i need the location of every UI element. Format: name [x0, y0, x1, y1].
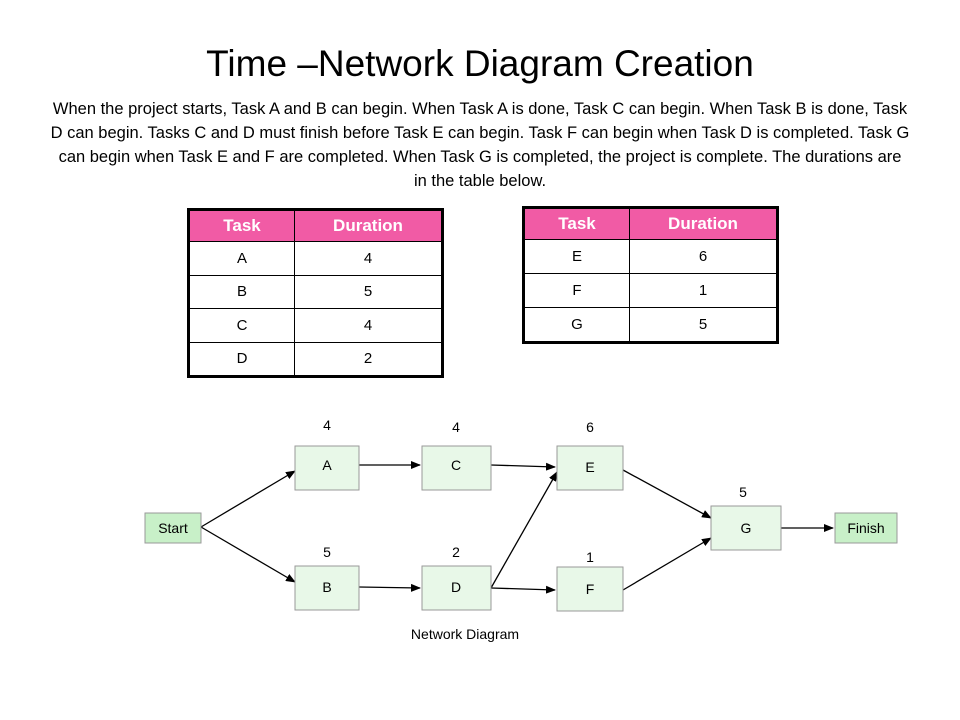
duration-label-f: 1	[586, 549, 594, 565]
duration-table-right: Task Duration E 6 F 1 G 5	[522, 206, 779, 344]
table-row: F 1	[523, 273, 778, 308]
duration-label-g: 5	[739, 484, 747, 500]
page-title: Time –Network Diagram Creation	[206, 43, 754, 84]
duration-cell: 6	[629, 239, 778, 274]
node-a-label: A	[322, 457, 332, 473]
task-cell: F	[523, 273, 630, 308]
table-row: B 5	[188, 274, 443, 309]
header-task: Task	[188, 209, 295, 242]
node-f: F	[556, 566, 624, 612]
node-b-label: B	[322, 579, 331, 595]
table-row: D 2	[188, 341, 443, 377]
edge-start-a	[200, 470, 296, 528]
problem-description: When the project starts, Task A and B ca…	[50, 100, 910, 190]
duration-label-b: 5	[323, 544, 331, 560]
duration-table-left: Task Duration A 4 B 5 C 4 D 2	[187, 208, 444, 378]
node-c-label: C	[451, 457, 461, 473]
node-d-label: D	[451, 579, 461, 595]
node-e-label: E	[585, 459, 594, 475]
edge-d-e	[490, 471, 558, 589]
duration-label-e: 6	[586, 419, 594, 435]
table-row: A 4	[188, 241, 443, 275]
table-row: E 6	[523, 239, 778, 274]
task-cell: D	[188, 341, 295, 377]
edge-f-g	[622, 537, 712, 591]
duration-cell: 5	[629, 307, 778, 343]
task-cell: G	[523, 307, 630, 343]
edge-d-f	[490, 585, 556, 594]
node-start: Start	[144, 512, 202, 544]
table-row: C 4	[188, 308, 443, 342]
header-duration: Duration	[294, 209, 443, 242]
edge-b-d	[358, 583, 421, 592]
duration-cell: 1	[629, 273, 778, 308]
node-b: B	[294, 565, 360, 611]
task-cell: A	[188, 241, 295, 275]
task-cell: E	[523, 239, 630, 274]
duration-label-d: 2	[452, 544, 460, 560]
node-finish-label: Finish	[847, 520, 884, 536]
node-start-label: Start	[158, 520, 188, 536]
header-task: Task	[523, 207, 630, 240]
node-g: G	[710, 505, 782, 551]
node-a: A	[294, 445, 360, 491]
edge-c-e	[490, 462, 556, 471]
edge-start-b	[200, 526, 296, 583]
diagram-caption: Network Diagram	[410, 626, 520, 642]
node-d: D	[421, 565, 492, 611]
duration-cell: 5	[294, 274, 443, 309]
task-cell: B	[188, 274, 295, 309]
node-e: E	[556, 445, 624, 491]
node-finish: Finish	[834, 512, 898, 544]
duration-cell: 4	[294, 308, 443, 342]
node-g-label: G	[741, 520, 752, 536]
node-c: C	[421, 445, 492, 491]
task-cell: C	[188, 308, 295, 342]
node-f-label: F	[586, 581, 595, 597]
duration-label-c: 4	[452, 419, 460, 435]
duration-label-a: 4	[323, 417, 331, 433]
duration-cell: 4	[294, 241, 443, 275]
header-duration: Duration	[629, 207, 778, 240]
table-row: G 5	[523, 307, 778, 343]
duration-cell: 2	[294, 341, 443, 377]
edge-e-g	[622, 469, 712, 519]
